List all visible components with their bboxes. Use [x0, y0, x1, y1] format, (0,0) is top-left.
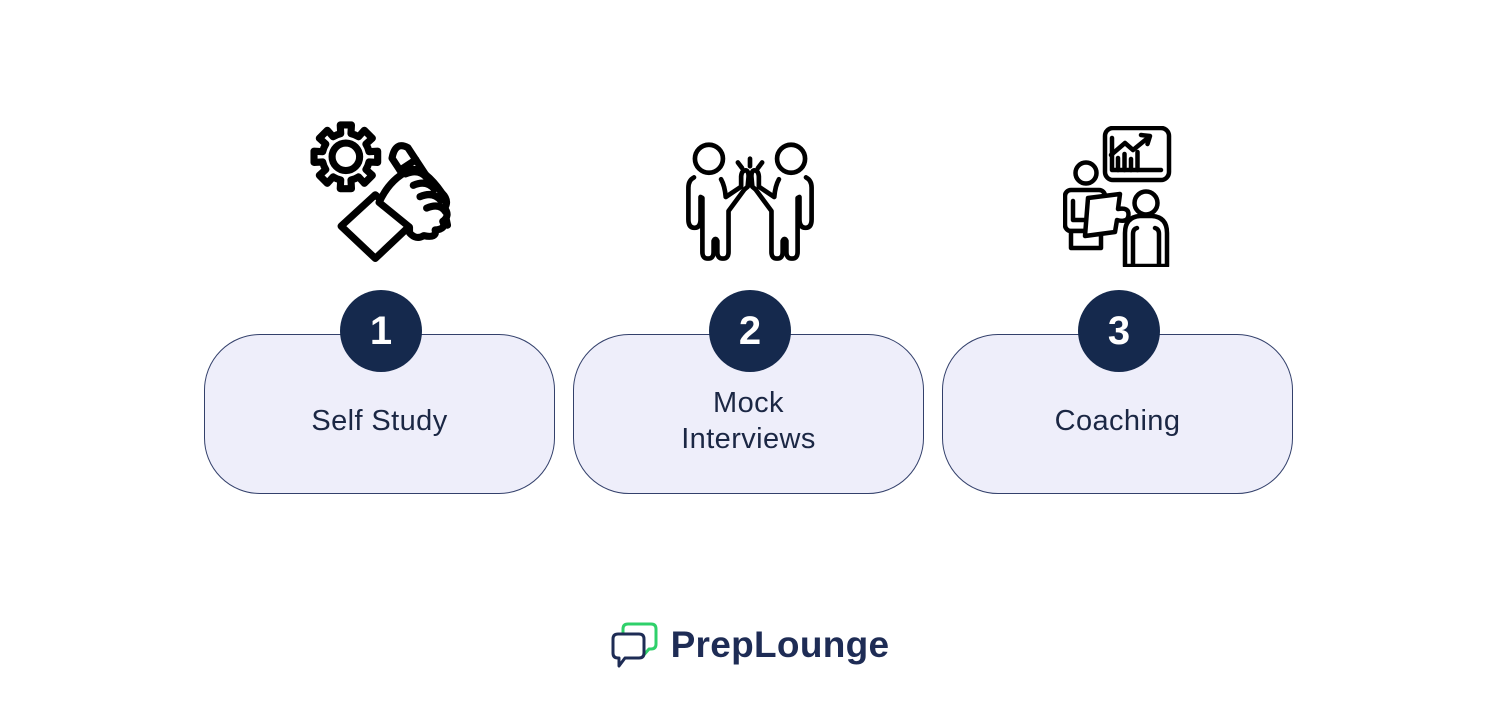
step-1-number: 1: [369, 308, 393, 353]
step-3-icon-area: [942, 0, 1296, 267]
step-mock-interviews: 2 Mock Interviews: [573, 0, 927, 520]
logo-navy-bubble: [611, 632, 646, 668]
step-2-icon-area: [573, 0, 927, 267]
step-1-label-line-1: Self Study: [311, 405, 448, 437]
step-coaching: 3 Coaching: [942, 0, 1296, 520]
self-study-gear-pencil-icon: [310, 121, 452, 263]
steps-row: 1 Self Study 2: [204, 0, 1296, 520]
step-2-label-line-2: Interviews: [681, 423, 816, 455]
brand-name: PrepLounge: [670, 624, 890, 665]
preplounge-speech-bubbles-logo-icon: [611, 622, 658, 668]
step-3-badge: 3: [1078, 290, 1160, 372]
step-2-badge: 2: [709, 290, 791, 372]
mock-interviews-high-five-icon: [686, 142, 814, 261]
step-self-study: 1 Self Study: [204, 0, 558, 520]
step-1-badge: 1: [340, 290, 422, 372]
step-3-label-line-1: Coaching: [1054, 405, 1181, 437]
step-2-label-line-1: Mock: [713, 387, 784, 419]
coaching-presentation-icon: [1063, 126, 1172, 267]
step-3-number: 3: [1107, 308, 1131, 353]
card-coaching: Coaching: [942, 334, 1293, 494]
step-2-number: 2: [738, 308, 762, 353]
step-1-icon-area: [204, 0, 558, 267]
footer-logo: PrepLounge: [0, 622, 1500, 668]
